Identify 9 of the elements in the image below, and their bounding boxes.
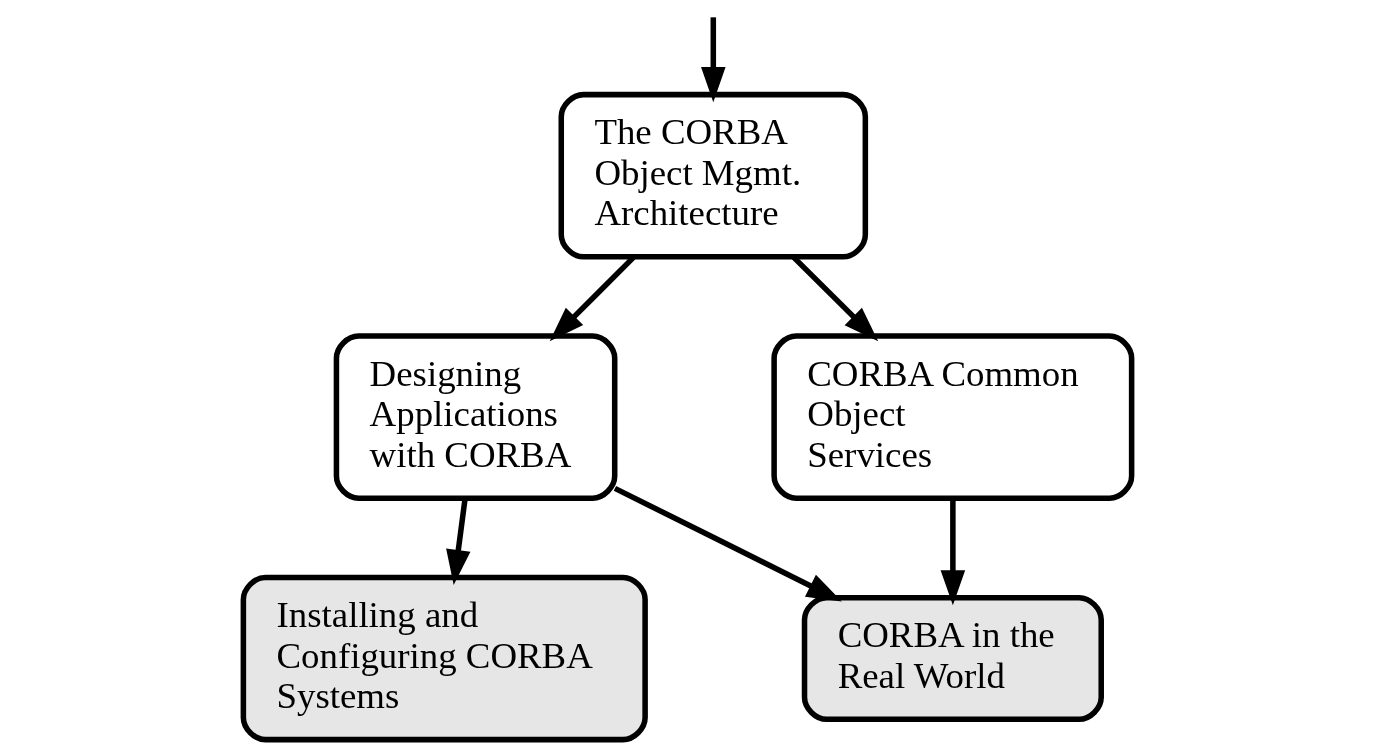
node-box: CORBA in the Real World (801, 594, 1104, 723)
arrow (613, 485, 842, 602)
arrow (940, 498, 966, 606)
arrow (446, 498, 471, 585)
node-box: Designing Applications with CORBA (333, 333, 618, 501)
node-box: The CORBA Object Mgmt. Architecture (558, 91, 869, 260)
arrow (701, 17, 726, 103)
node-box: Installing and Configuring CORBA Systems (240, 574, 648, 743)
node-box: CORBA Common Object Services (771, 333, 1135, 501)
